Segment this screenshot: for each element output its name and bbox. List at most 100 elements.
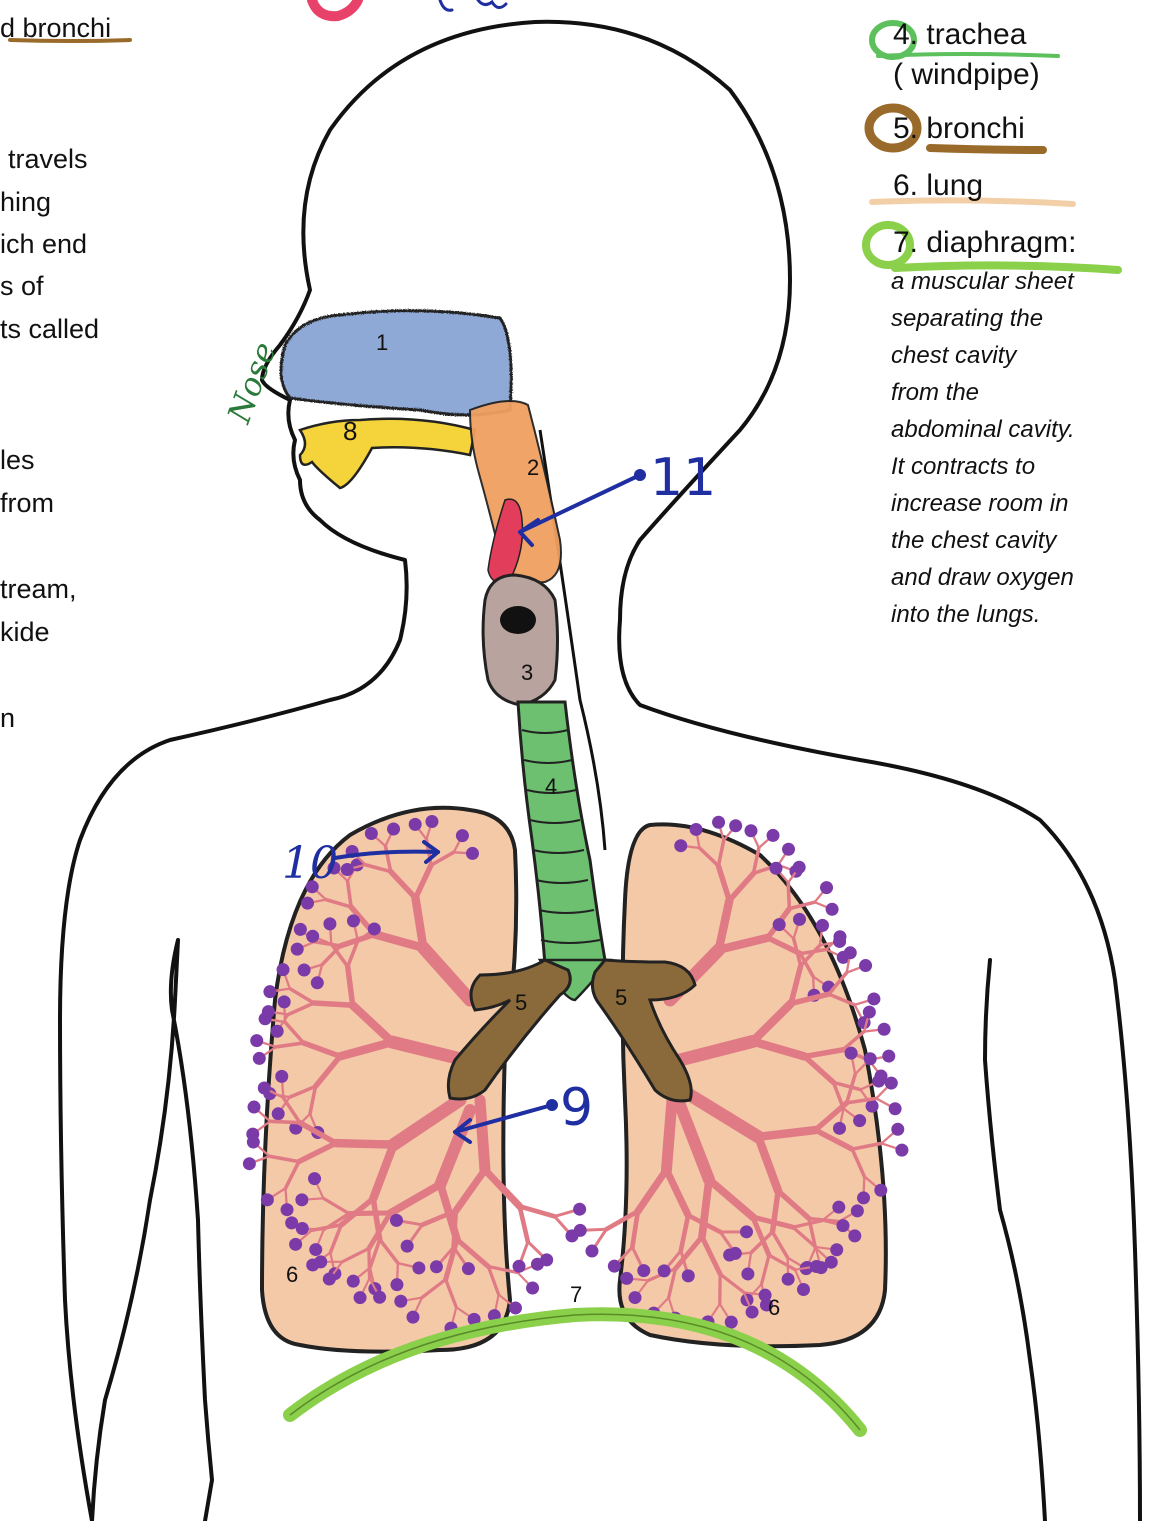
- alveolus: [394, 1295, 407, 1308]
- left-text-line: tream,: [0, 576, 77, 603]
- alveolus: [261, 1193, 274, 1206]
- left-text-line: s of: [0, 273, 44, 300]
- part-number-8: 8: [343, 416, 357, 446]
- legend-bronchi: 5. bronchi: [893, 114, 1025, 144]
- alveolus: [409, 818, 422, 831]
- alveolus: [412, 1261, 425, 1274]
- part-number-6-right: 6: [768, 1295, 780, 1320]
- bronchiole: [666, 1100, 672, 1170]
- diaphragm-desc-line: into the lungs.: [891, 603, 1040, 627]
- left-text-line: n: [0, 705, 15, 732]
- diaphragm-desc-line: and draw oxygen: [891, 566, 1074, 590]
- alveolus: [690, 823, 703, 836]
- alveolus: [368, 922, 381, 935]
- alveolus: [262, 1005, 275, 1018]
- label-11: 11: [650, 448, 716, 508]
- alveolus: [832, 1201, 845, 1214]
- alveolus: [295, 1193, 308, 1206]
- alveolus: [878, 1023, 891, 1036]
- alveolus: [291, 943, 304, 956]
- alveolus: [741, 1267, 754, 1280]
- alveolus: [354, 1291, 367, 1304]
- alveolus: [387, 822, 400, 835]
- bronchiole: [336, 1143, 394, 1145]
- alveolus: [308, 1172, 321, 1185]
- alveolus: [864, 1052, 877, 1065]
- alveolus: [658, 1264, 671, 1277]
- diaphragm-desc-line: chest cavity: [891, 344, 1016, 368]
- alveolus: [826, 903, 839, 916]
- alveolus: [365, 827, 378, 840]
- alveolus: [820, 881, 833, 894]
- legend-trachea: 4. trachea: [893, 20, 1026, 50]
- alveolus: [889, 1102, 902, 1115]
- diaphragm-desc-line: increase room in: [891, 492, 1068, 516]
- part-number-5-left: 5: [515, 990, 527, 1015]
- alveolus: [729, 1247, 742, 1260]
- alveolus: [740, 1225, 753, 1238]
- bronchiole: [349, 1213, 390, 1214]
- alveolus: [430, 1260, 443, 1273]
- alveolus: [845, 1047, 858, 1060]
- alveolus: [859, 959, 872, 972]
- alveolus: [851, 1204, 864, 1217]
- alveolus: [629, 1291, 642, 1304]
- alveolus: [271, 1025, 284, 1038]
- alveolus: [243, 1157, 256, 1170]
- legend-diaphragm: 7. diaphragm:: [893, 228, 1076, 258]
- alveolus: [574, 1224, 587, 1237]
- alveolus: [833, 1122, 846, 1135]
- larynx-opening: [500, 606, 536, 634]
- bronchiole: [480, 1100, 485, 1170]
- diaphragm-desc-line: abdominal cavity.: [891, 418, 1075, 442]
- legend-trachea-alt: ( windpipe): [893, 60, 1040, 90]
- alveolus: [767, 829, 780, 842]
- alveolus: [797, 1283, 810, 1296]
- alveolus: [782, 1273, 795, 1286]
- alveolus: [882, 1050, 895, 1063]
- bronchiole: [454, 1211, 456, 1247]
- part-number-6-left: 6: [286, 1262, 298, 1287]
- alveolus: [874, 1184, 887, 1197]
- left-text-line: ich end: [0, 231, 87, 258]
- alveolus: [848, 1229, 861, 1242]
- alveolus: [863, 1006, 876, 1019]
- part-number-5-right: 5: [615, 985, 627, 1010]
- bronchiole: [314, 1003, 353, 1005]
- alveolus: [306, 930, 319, 943]
- alveolus: [866, 1100, 879, 1113]
- alveolus: [853, 1114, 866, 1127]
- alveolus: [323, 917, 336, 930]
- alveolus: [323, 1272, 336, 1285]
- alveolus: [773, 918, 786, 931]
- part-number-3: 3: [521, 660, 533, 685]
- alveolus: [281, 1203, 294, 1216]
- alveolus: [744, 824, 757, 837]
- bronchiole: [369, 1248, 370, 1278]
- diaphragm-desc-line: the chest cavity: [891, 529, 1056, 553]
- label-9: 9: [560, 1078, 593, 1138]
- part-number-2: 2: [527, 455, 539, 480]
- alveolus: [263, 985, 276, 998]
- alveolus: [867, 992, 880, 1005]
- alveolus: [462, 1262, 475, 1275]
- part-number-4: 4: [545, 774, 557, 799]
- alveolus: [401, 1240, 414, 1253]
- alveolus: [885, 1077, 898, 1090]
- left-text-line: kide: [0, 619, 50, 646]
- alveolus: [844, 946, 857, 959]
- alveolus: [682, 1269, 695, 1282]
- diaphragm-desc-line: separating the: [891, 307, 1043, 331]
- alveolus: [608, 1260, 621, 1273]
- alveolus: [258, 1081, 271, 1094]
- trachea: [518, 702, 605, 965]
- alveolus: [277, 963, 290, 976]
- alveolus: [341, 863, 354, 876]
- bronchiole: [788, 883, 789, 909]
- oral-cavity: [300, 419, 475, 488]
- alveolus: [729, 819, 742, 832]
- bronchiole: [520, 1206, 555, 1216]
- alveolus: [314, 1255, 327, 1268]
- alveolus: [830, 1243, 843, 1256]
